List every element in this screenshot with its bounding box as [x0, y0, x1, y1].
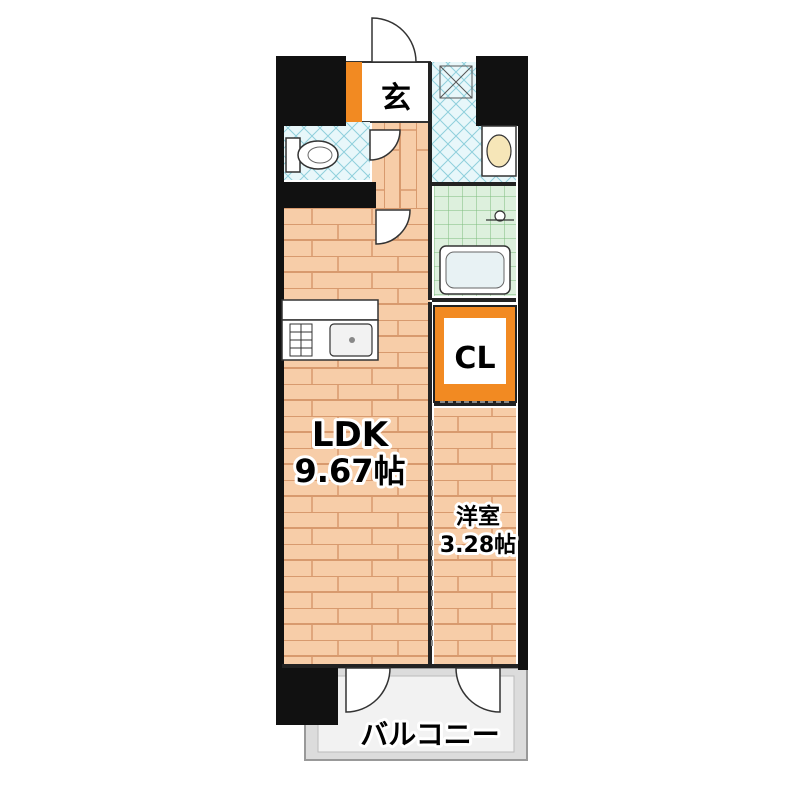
western-room-floor: [434, 408, 516, 666]
balcony-label: バルコニー: [360, 718, 499, 751]
interior-walls: [282, 62, 518, 668]
western-room-size: 3.28帖: [440, 533, 516, 558]
balcony-door-right[interactable]: [455, 667, 501, 713]
exterior-walls: [276, 56, 528, 725]
ldk-label: LDK: [312, 415, 390, 455]
genkan-accent: [346, 62, 362, 122]
shower-icon: [486, 210, 514, 222]
stove-icon: [289, 323, 313, 357]
toilet-door[interactable]: [369, 129, 401, 161]
genkan-label: 玄: [381, 81, 411, 116]
toilet-icon: [285, 137, 339, 173]
ldk-door[interactable]: [375, 209, 411, 245]
balcony-door-left[interactable]: [345, 667, 391, 713]
closet-label: CL: [454, 341, 495, 376]
ldk-floor: [282, 205, 430, 667]
washbasin-icon: [481, 125, 517, 177]
kitchen-sink-icon: [329, 323, 373, 357]
washer-pan-icon: [439, 65, 473, 99]
ldk-size: 9.67帖: [295, 452, 406, 490]
bathtub-icon: [439, 245, 511, 295]
western-room-label: 洋室: [456, 504, 500, 530]
closet-inner: [444, 318, 506, 384]
entrance-door[interactable]: [371, 17, 417, 63]
